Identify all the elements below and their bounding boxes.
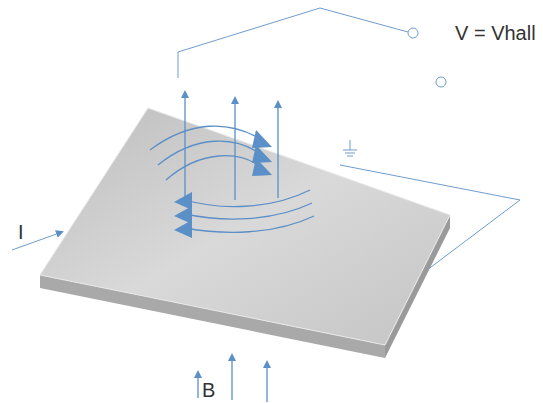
carrier-paths (150, 126, 314, 232)
field-lines (185, 92, 278, 402)
current-label: I (18, 222, 24, 242)
field-label: B (202, 380, 215, 400)
ground-symbol (343, 140, 357, 156)
voltage-label: V = Vhall (455, 23, 536, 43)
carrier-arrowheads (174, 130, 272, 238)
hall-plate (40, 108, 450, 358)
